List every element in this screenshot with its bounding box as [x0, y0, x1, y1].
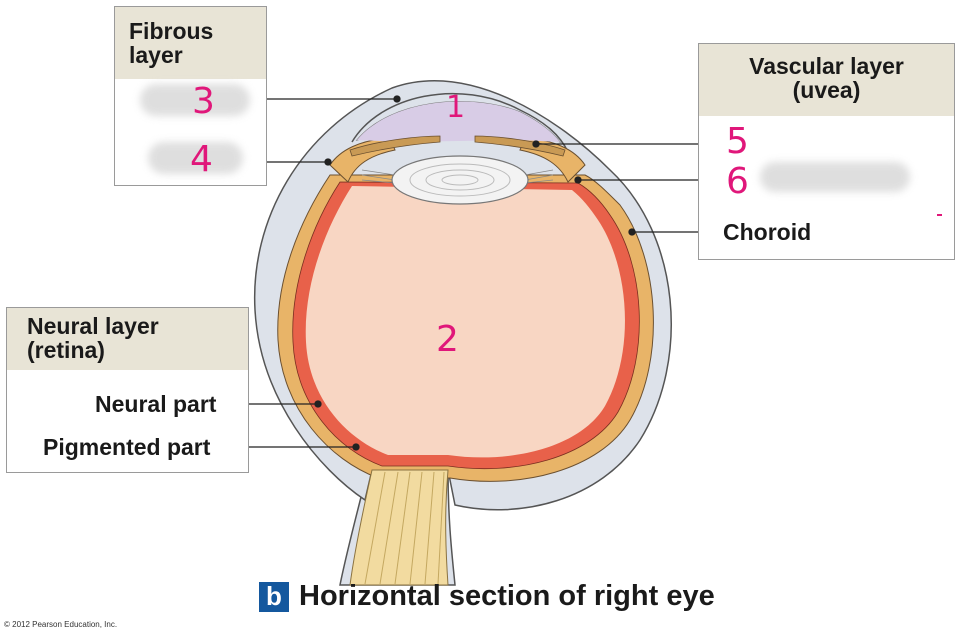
cornea: [351, 92, 569, 153]
iris-right: [474, 135, 566, 157]
handwritten-answer-3: 3: [192, 81, 215, 122]
lens: [391, 155, 529, 205]
fibrous-layer-title: Fibrous layer: [115, 7, 266, 79]
neural-layer-box: Neural layer (retina): [6, 307, 249, 473]
caption-badge: b: [259, 581, 289, 612]
neural-part-label: Neural part: [95, 391, 217, 417]
vascular-layer-box: Vascular layer (uvea): [698, 43, 955, 260]
pigmented-part-label: Pigmented part: [43, 434, 211, 460]
figure-caption: b Horizontal section of right eye: [259, 580, 715, 614]
vascular-layer-title: Vascular layer (uvea): [699, 44, 954, 116]
vitreous-body: [305, 186, 625, 458]
leader-lines: [240, 95, 712, 451]
stray-mark: [937, 214, 942, 216]
handwritten-answer-5: 5: [726, 121, 749, 162]
handwritten-answer-4: 4: [190, 139, 213, 180]
eraser-smudge: [140, 84, 250, 116]
optic-nerve: [349, 469, 449, 586]
caption-text: Horizontal section of right eye: [299, 580, 715, 612]
eraser-smudge: [148, 142, 243, 174]
eraser-smudge: [760, 162, 910, 192]
aqueous-fill: [357, 101, 560, 142]
iris-left: [349, 135, 441, 157]
optic-nerve-fibers: [364, 471, 445, 585]
handwritten-answer-6: 6: [726, 161, 749, 202]
neural-layer-title: Neural layer (retina): [7, 308, 248, 370]
handwritten-answer-1: 1: [446, 90, 466, 125]
copyright-notice: © 2012 Pearson Education, Inc.: [4, 620, 118, 629]
suspensory-ligaments: [361, 169, 554, 184]
choroid-label: Choroid: [723, 219, 812, 245]
handwritten-answer-2: 2: [436, 319, 459, 360]
